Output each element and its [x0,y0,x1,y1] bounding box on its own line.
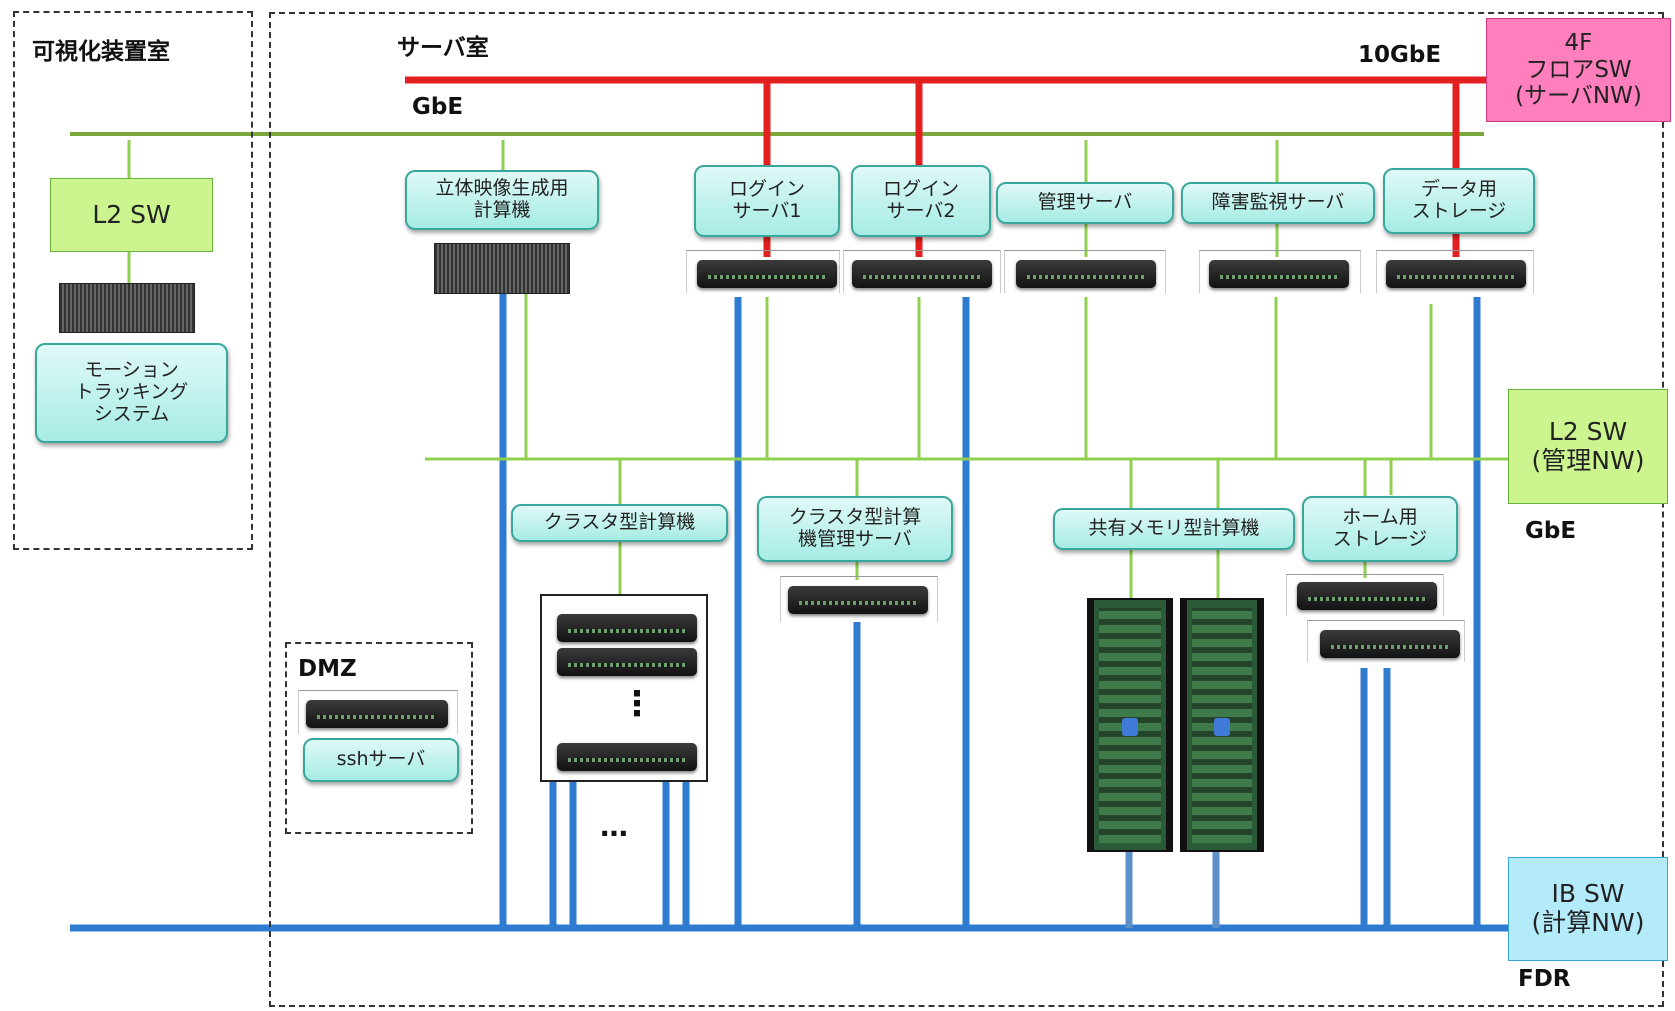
monitor-server-icon [1209,260,1349,288]
monitor-server-node: 障害監視サーバ [1181,182,1375,224]
login1-node: ログイン サーバ1 [694,165,840,237]
data-storage-node: データ用 ストレージ [1383,168,1535,234]
viz-room-zone [13,11,253,550]
mgmt-l2-switch: L2 SW (管理NW) [1508,389,1668,504]
cluster-link-ellipsis: … [600,810,628,843]
gbe-mgmt-label: GbE [1525,518,1576,544]
fdr-label: FDR [1518,966,1571,992]
shared-mem-rack-2 [1180,598,1264,852]
stereo-gen-server-icon [434,243,570,294]
floor-switch: 4F フロアSW (サーバNW) [1486,18,1671,122]
shared-mem-node: 共有メモリ型計算機 [1053,508,1295,550]
gbe-upper-label: GbE [412,94,463,120]
shared-mem-rack-1 [1087,598,1173,852]
mgmt-server-icon [1016,260,1156,288]
viz-room-label: 可視化装置室 [32,32,170,66]
ten-gbe-label: 10GbE [1358,42,1441,68]
cluster-mgmt-node: クラスタ型計算 機管理サーバ [757,496,953,562]
dmz-label: DMZ [298,656,357,682]
cluster-mgmt-server-icon [788,586,928,614]
viz-server-icon [59,283,195,333]
login2-node: ログイン サーバ2 [851,165,991,237]
motion-tracking-node: モーション トラッキング システム [35,343,228,443]
viz-l2-switch: L2 SW [50,178,213,252]
home-storage-server-1-icon [1297,582,1437,610]
ib-switch: IB SW (計算NW) [1508,857,1668,961]
ssh-server-node: sshサーバ [303,738,459,782]
home-storage-server-2-icon [1320,630,1460,658]
cluster-server-2-icon [557,648,697,676]
login1-server-icon [697,260,837,288]
ssh-server-icon [306,700,448,728]
mgmt-server-node: 管理サーバ [996,182,1174,224]
rack-logo-icon [1122,718,1138,736]
cluster-server-n-icon [557,743,697,771]
server-room-label: サーバ室 [397,28,489,62]
data-storage-server-icon [1386,260,1526,288]
cluster-node: クラスタ型計算機 [511,504,728,542]
cluster-vertical-ellipsis: ⋮ [620,684,654,724]
rack-logo-icon [1214,718,1230,736]
stereo-gen-node: 立体映像生成用 計算機 [405,170,599,230]
cluster-server-1-icon [557,614,697,642]
login2-server-icon [852,260,992,288]
home-storage-node: ホーム用 ストレージ [1302,496,1458,562]
